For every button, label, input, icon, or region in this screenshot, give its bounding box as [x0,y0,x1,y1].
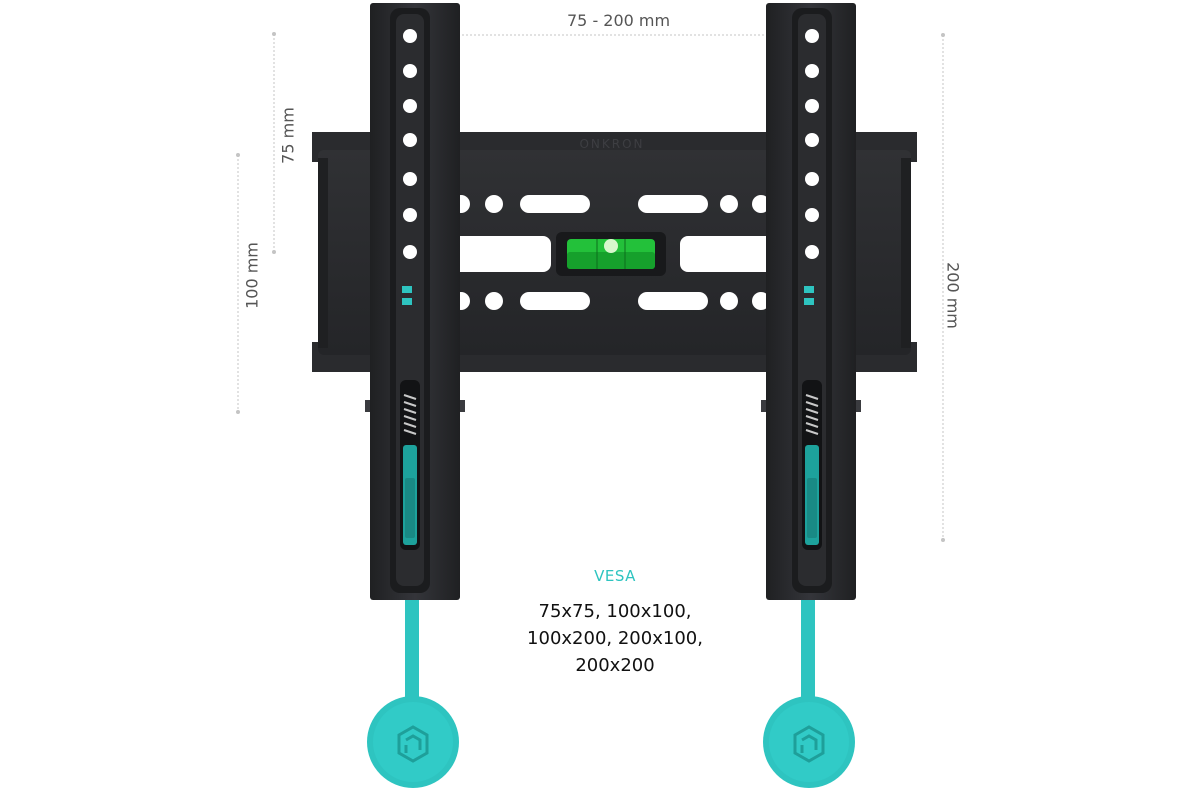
dim-label-100mm: 100 mm [242,242,262,309]
vesa-sizes-line-3: 200x200 [575,655,655,676]
logo-tab-icon [397,725,429,763]
dimension-lines [237,34,944,540]
dim-label-200mm: 200 mm [943,262,963,329]
logo-tab-icon [793,725,825,763]
vesa-title: VESA [594,567,636,585]
left-vertical-arm [365,3,465,600]
left-pull-cord-icon[interactable] [367,600,459,788]
brand-mark: ONKRON [579,137,644,151]
bubble-level-icon [556,232,666,276]
vesa-sizes-line-1: 75x75, 100x100, [538,601,692,622]
right-pull-cord-icon[interactable] [763,600,855,788]
vesa-sizes-line-2: 100x200, 200x100, [527,628,703,649]
dim-label-horizontal: 75 - 200 mm [567,11,671,30]
vesa-sizes: 75x75, 100x100, 100x200, 200x100, 200x20… [500,598,730,679]
dim-label-75mm: 75 mm [278,107,298,164]
right-vertical-arm [761,3,861,600]
